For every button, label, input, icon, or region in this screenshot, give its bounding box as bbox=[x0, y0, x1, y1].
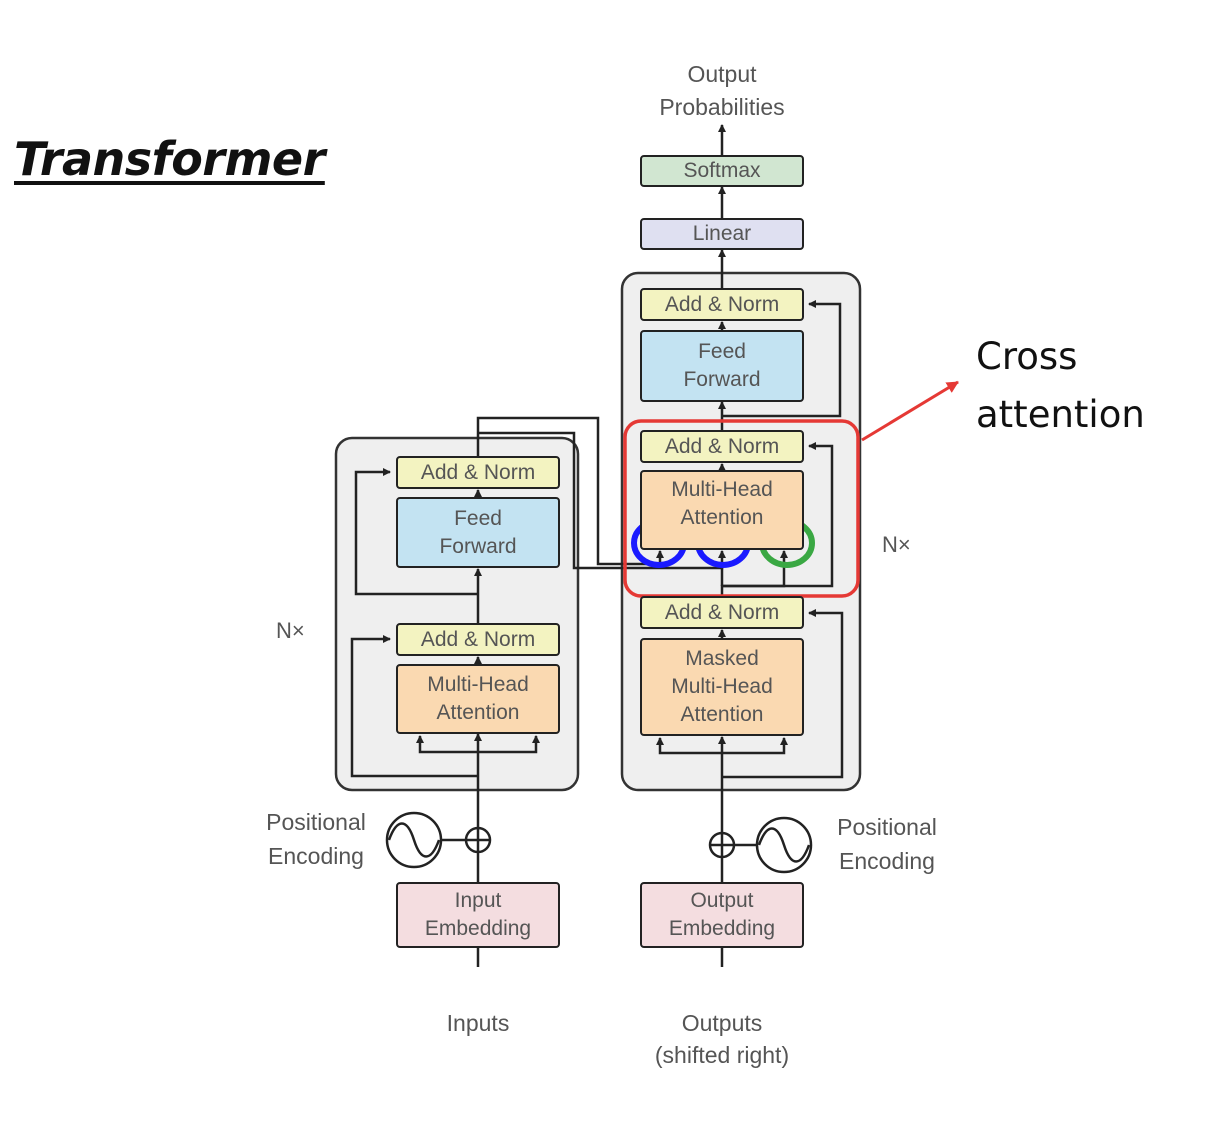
decoder-add-norm-cross: Add & Norm bbox=[640, 430, 804, 463]
inputs-label: Inputs bbox=[446, 1010, 510, 1036]
connection-lines bbox=[350, 124, 844, 967]
decoder-sine-wave-icon bbox=[755, 816, 813, 874]
decoder-add-icon bbox=[708, 831, 736, 859]
page-title: Transformer bbox=[14, 132, 325, 186]
cross-attention-callout: Cross attention bbox=[976, 335, 1145, 436]
output-probabilities-label: Output Probabilities bbox=[659, 61, 785, 120]
decoder-positional-encoding-label: Positional Encoding bbox=[837, 814, 937, 874]
decoder-add-norm-top: Add & Norm bbox=[640, 288, 804, 321]
encoder-repeat-label: N× bbox=[276, 618, 305, 643]
encoder-add-icon bbox=[464, 826, 492, 854]
encoder-add-norm-bottom: Add & Norm bbox=[396, 623, 560, 656]
encoder-sine-wave-icon bbox=[385, 811, 443, 869]
cross-attention-pointer bbox=[861, 380, 959, 442]
decoder-repeat-label: N× bbox=[882, 532, 911, 557]
encoder-positional-encoding-label: Positional Encoding bbox=[266, 809, 366, 869]
outputs-label: Outputs (shifted right) bbox=[654, 1010, 790, 1068]
encoder-add-norm-top: Add & Norm bbox=[396, 456, 560, 489]
encoder-stack bbox=[334, 436, 580, 792]
softmax-block: Softmax bbox=[640, 155, 804, 187]
linear-block: Linear bbox=[640, 218, 804, 250]
decoder-add-norm-masked: Add & Norm bbox=[640, 596, 804, 629]
